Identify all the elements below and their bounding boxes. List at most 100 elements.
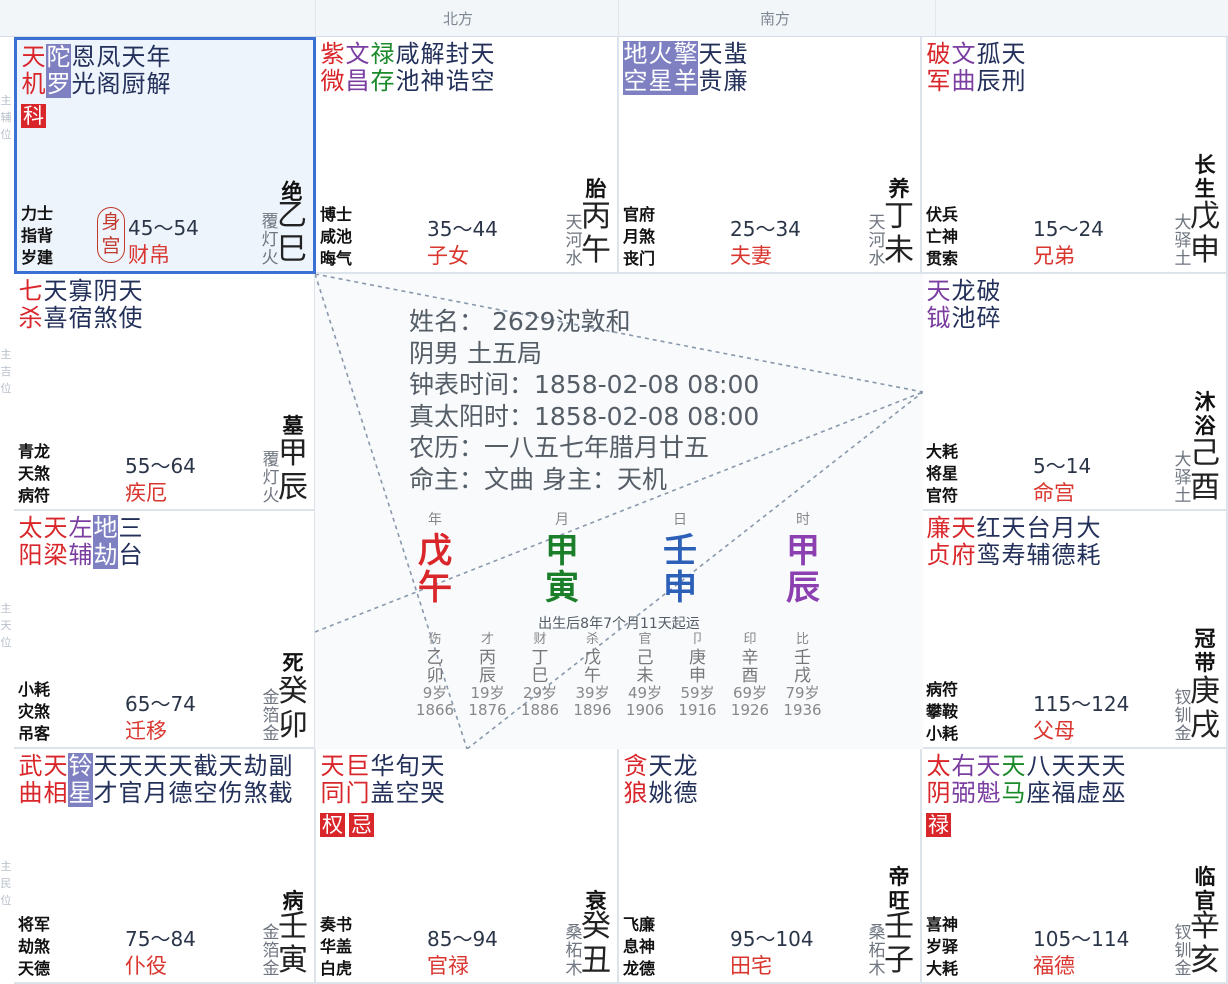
star[interactable]: 破碎 xyxy=(976,278,1001,332)
star[interactable]: 寡宿 xyxy=(68,278,93,332)
palace-name[interactable]: 疾厄 xyxy=(125,481,167,505)
palace-name[interactable]: 官禄 xyxy=(427,954,469,978)
star[interactable]: 擎羊 xyxy=(673,41,698,95)
palace-name[interactable]: 夫妻 xyxy=(730,244,772,268)
star[interactable]: 三台 xyxy=(118,515,143,569)
star[interactable]: 天机 xyxy=(21,44,46,98)
star[interactable]: 八座 xyxy=(1026,753,1051,807)
star[interactable]: 旬空 xyxy=(395,753,420,807)
star[interactable]: 年解 xyxy=(146,44,171,98)
star[interactable]: 天才 xyxy=(93,753,118,807)
star[interactable]: 地空 xyxy=(623,41,648,95)
star[interactable]: 天空 xyxy=(470,41,495,95)
star[interactable]: 天魁 xyxy=(976,753,1001,807)
star[interactable]: 天虚 xyxy=(1076,753,1101,807)
star[interactable]: 天梁 xyxy=(43,515,68,569)
star[interactable]: 龙德 xyxy=(673,753,698,807)
palace-name[interactable]: 田宅 xyxy=(730,954,772,978)
star[interactable]: 咸池 xyxy=(395,41,420,95)
star[interactable]: 天伤 xyxy=(218,753,243,807)
star[interactable]: 天巫 xyxy=(1101,753,1126,807)
star[interactable]: 截空 xyxy=(193,753,218,807)
star[interactable]: 文曲 xyxy=(951,41,976,95)
star[interactable]: 天官 xyxy=(118,753,143,807)
star[interactable]: 右弼 xyxy=(951,753,976,807)
star[interactable]: 禄存 xyxy=(370,41,395,95)
palace-name[interactable]: 仆役 xyxy=(125,954,167,978)
star[interactable]: 天贵 xyxy=(698,41,723,95)
star[interactable]: 月德 xyxy=(1051,515,1076,569)
star[interactable]: 天厨 xyxy=(121,44,146,98)
star[interactable]: 武曲 xyxy=(18,753,43,807)
star[interactable]: 劫煞 xyxy=(243,753,268,807)
star[interactable]: 天钺 xyxy=(926,278,951,332)
star[interactable]: 封诰 xyxy=(445,41,470,95)
star[interactable]: 铃星 xyxy=(68,753,93,807)
palace-name[interactable]: 财帛 xyxy=(128,243,170,267)
star[interactable]: 天使 xyxy=(118,278,143,332)
star[interactable]: 解神 xyxy=(420,41,445,95)
star[interactable]: 天同 xyxy=(320,753,345,807)
star[interactable]: 天马 xyxy=(1001,753,1026,807)
star[interactable]: 天喜 xyxy=(43,278,68,332)
star[interactable]: 蜚廉 xyxy=(723,41,748,95)
star[interactable]: 恩光 xyxy=(71,44,96,98)
star[interactable]: 天姚 xyxy=(648,753,673,807)
star[interactable]: 天府 xyxy=(951,515,976,569)
star[interactable]: 廉贞 xyxy=(926,515,951,569)
star[interactable]: 副截 xyxy=(268,753,293,807)
star[interactable]: 破军 xyxy=(926,41,951,95)
star[interactable]: 天德 xyxy=(168,753,193,807)
star[interactable]: 天刑 xyxy=(1001,41,1026,95)
star[interactable]: 华盖 xyxy=(370,753,395,807)
palace-name[interactable]: 命宫 xyxy=(1033,481,1075,505)
star[interactable]: 地劫 xyxy=(93,515,118,569)
palace-name[interactable]: 兄弟 xyxy=(1033,244,1075,268)
palace-name[interactable]: 迁移 xyxy=(125,719,167,743)
star[interactable]: 孤辰 xyxy=(976,41,1001,95)
star[interactable]: 陀罗 xyxy=(46,44,71,98)
star[interactable]: 文昌 xyxy=(345,41,370,95)
star[interactable]: 阴煞 xyxy=(93,278,118,332)
palace-name[interactable]: 父母 xyxy=(1033,719,1075,743)
star[interactable]: 天哭 xyxy=(420,753,445,807)
star[interactable]: 天寿 xyxy=(1001,515,1026,569)
star[interactable]: 太阳 xyxy=(18,515,43,569)
star[interactable]: 贪狼 xyxy=(623,753,648,807)
star[interactable]: 天相 xyxy=(43,753,68,807)
star[interactable]: 左辅 xyxy=(68,515,93,569)
star[interactable]: 巨门 xyxy=(345,753,370,807)
star[interactable]: 台辅 xyxy=(1026,515,1051,569)
star[interactable]: 火星 xyxy=(648,41,673,95)
star[interactable]: 大耗 xyxy=(1076,515,1101,569)
star[interactable]: 天福 xyxy=(1051,753,1076,807)
star[interactable]: 天月 xyxy=(143,753,168,807)
palace-name[interactable]: 子女 xyxy=(427,244,469,268)
star[interactable]: 七杀 xyxy=(18,278,43,332)
star[interactable]: 太阴 xyxy=(926,753,951,807)
star[interactable]: 红鸾 xyxy=(976,515,1001,569)
palace-name[interactable]: 福德 xyxy=(1033,954,1075,978)
star[interactable]: 龙池 xyxy=(951,278,976,332)
star[interactable]: 紫微 xyxy=(320,41,345,95)
